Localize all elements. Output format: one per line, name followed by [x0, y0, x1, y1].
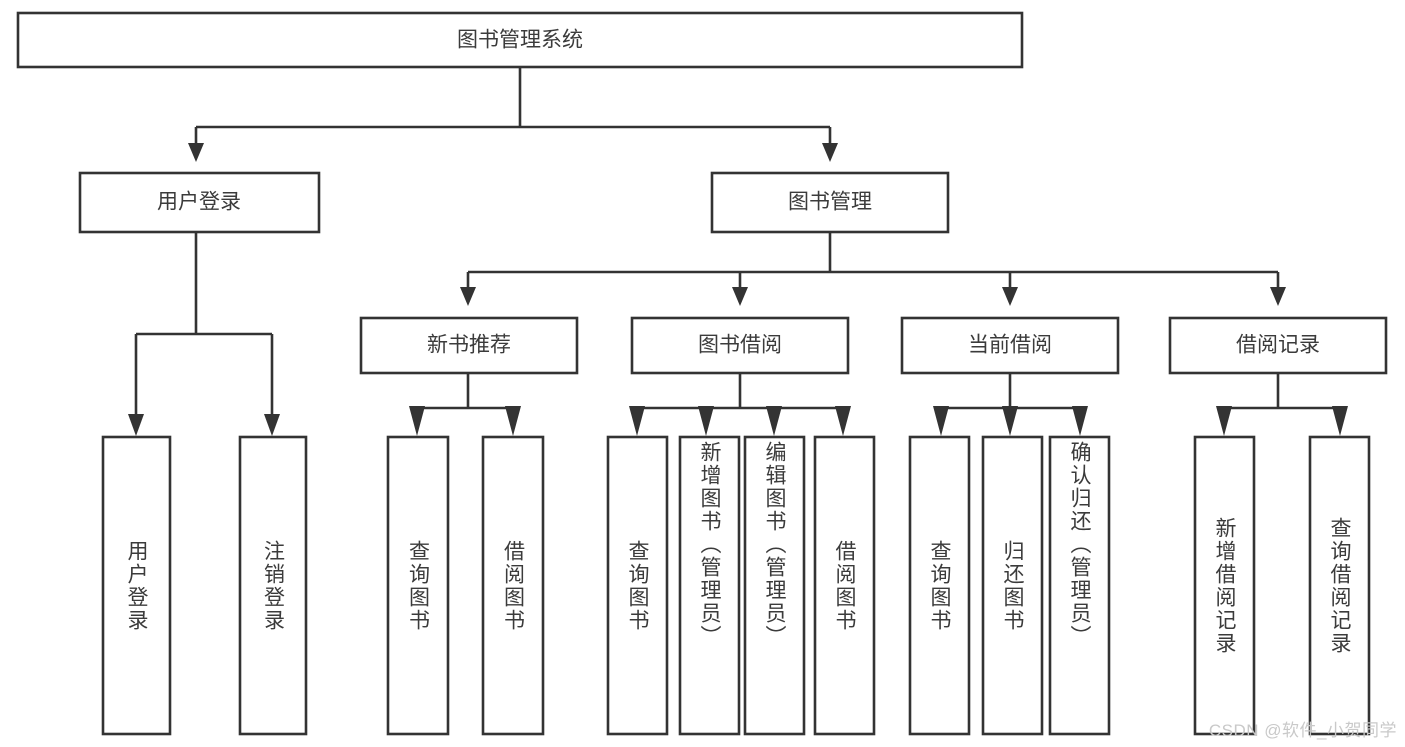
- node-book-manage-box[interactable]: [710, 171, 950, 234]
- connectors-book-borrow-branch: [629, 373, 851, 436]
- node-new-book-recommend-box[interactable]: [359, 316, 579, 375]
- arrow-to-current-borrow: [1002, 287, 1018, 306]
- node-root-label: 图书管理系统: [457, 29, 583, 52]
- arrow-to-book-manage: [822, 143, 838, 162]
- arrow-to-leaf-logout: [264, 414, 280, 436]
- node-borrow-record-box[interactable]: [1168, 316, 1388, 375]
- node-root[interactable]: 图书管理系统: [16, 11, 1024, 69]
- node-book-borrow-label: 图书借阅: [698, 334, 782, 357]
- node-user-login-label: 用户登录: [157, 191, 241, 214]
- watermark-text: CSDN @软件_小贺同学: [1208, 721, 1397, 740]
- arrow-cb-leaf-2: [1002, 406, 1018, 436]
- arrow-bb-leaf-1: [629, 406, 645, 436]
- connectors-current-borrow-branch: [933, 373, 1088, 436]
- connectors-borrow-record-branch: [1216, 373, 1348, 436]
- leaf-box-query-book-2[interactable]: [606, 435, 669, 736]
- node-new-book-recommend-label: 新书推荐: [427, 334, 511, 357]
- leaf-box-edit-book[interactable]: [743, 435, 806, 736]
- node-current-borrow[interactable]: 当前借阅: [900, 316, 1120, 375]
- leaf-box-borrow-book-2[interactable]: [813, 435, 876, 736]
- connectors-book-manage-branch: [460, 232, 1286, 306]
- leaf-box-query-book-3[interactable]: [908, 435, 971, 736]
- arrow-bb-leaf-4: [835, 406, 851, 436]
- arrow-cb-leaf-3: [1072, 406, 1088, 436]
- node-book-manage[interactable]: 图书管理: [710, 171, 950, 234]
- arrow-br-leaf-1: [1216, 406, 1232, 436]
- node-root-box[interactable]: [16, 11, 1024, 69]
- leaf-box-borrow-book-1[interactable]: [481, 435, 545, 736]
- node-book-manage-label: 图书管理: [788, 191, 872, 214]
- leaf-box-query-book-1[interactable]: [386, 435, 450, 736]
- node-book-borrow-box[interactable]: [630, 316, 850, 375]
- arrow-nbr-leaf-2: [505, 406, 521, 436]
- node-current-borrow-label: 当前借阅: [968, 334, 1052, 357]
- arrow-bb-leaf-3: [766, 406, 782, 436]
- leaf-box-add-record[interactable]: [1193, 435, 1256, 736]
- node-new-book-recommend[interactable]: 新书推荐: [359, 316, 579, 375]
- arrow-cb-leaf-1: [933, 406, 949, 436]
- node-borrow-record[interactable]: 借阅记录: [1168, 316, 1388, 375]
- arrow-br-leaf-2: [1332, 406, 1348, 436]
- node-user-login[interactable]: 用户登录: [78, 171, 321, 234]
- node-book-borrow[interactable]: 图书借阅: [630, 316, 850, 375]
- connectors-new-book-rec-branch: [409, 373, 521, 436]
- arrow-to-user-login: [188, 143, 204, 162]
- node-current-borrow-box[interactable]: [900, 316, 1120, 375]
- connectors-root-to-level2: [188, 67, 838, 162]
- leaf-box-query-record[interactable]: [1308, 435, 1371, 736]
- arrow-to-borrow-record: [1270, 287, 1286, 306]
- arrow-nbr-leaf-1: [409, 406, 425, 436]
- leaf-box-logout[interactable]: [238, 435, 308, 736]
- leaf-box-add-book[interactable]: [678, 435, 741, 736]
- arrow-bb-leaf-2: [698, 406, 714, 436]
- leaf-box-return-book[interactable]: [981, 435, 1044, 736]
- leaf-box-user-login[interactable]: [101, 435, 172, 736]
- node-user-login-box[interactable]: [78, 171, 321, 234]
- node-borrow-record-label: 借阅记录: [1236, 334, 1320, 357]
- leaf-box-confirm-return[interactable]: [1048, 435, 1111, 736]
- arrow-to-leaf-user-login: [128, 414, 144, 436]
- arrow-to-new-book-rec: [460, 287, 476, 306]
- connectors-user-login-branch: [128, 232, 280, 436]
- arrow-to-book-borrow: [732, 287, 748, 306]
